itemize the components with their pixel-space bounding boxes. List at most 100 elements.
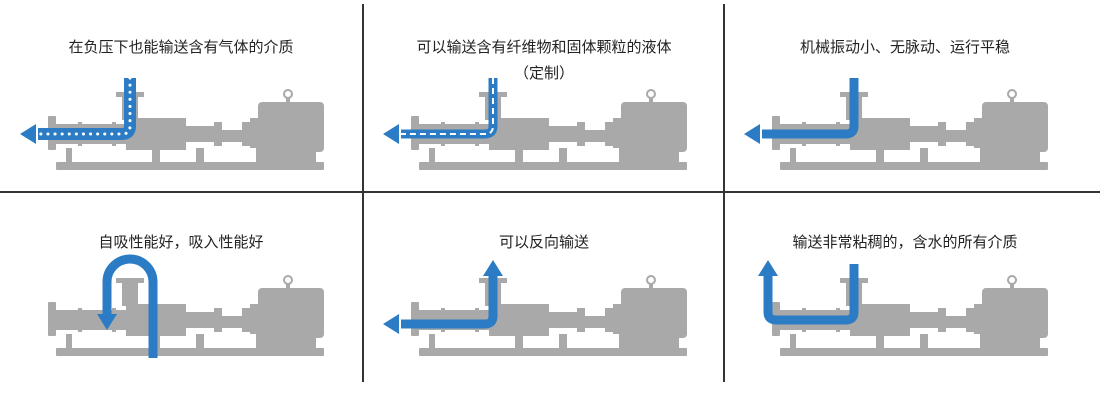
viscous-outlet-arrow (758, 260, 778, 276)
pump-foot (66, 334, 72, 350)
feature-caption: 自吸性能好，吸入性能好 (98, 233, 264, 251)
pump-foot (790, 148, 796, 164)
suction-inlet-nozzle (122, 282, 138, 306)
feature-caption: 输送非常粘稠的，含水的所有介质 (792, 233, 1018, 251)
lifting-eye-base (649, 284, 653, 288)
pump-foot (515, 148, 523, 164)
progressive-cavity-pump (48, 275, 324, 356)
coupling-flange (938, 308, 946, 332)
feature-cell-smooth-operation: 机械振动小、无脉动、运行平稳 (724, 0, 1086, 209)
stator-clamp (112, 308, 116, 332)
pump-foot (152, 148, 160, 164)
suction-housing (850, 304, 910, 336)
feature-cell-self-priming: 自吸性能好，吸入性能好 (0, 193, 362, 402)
motor-flange (250, 304, 258, 334)
drive-shaft (946, 130, 966, 142)
lifting-eye-base (286, 98, 290, 102)
lifting-eye-base (649, 98, 653, 102)
lifting-eye (1007, 275, 1017, 285)
pump-foot (196, 148, 204, 164)
drive-motor (258, 102, 324, 152)
motor-flange (974, 118, 982, 148)
coupling-flange (242, 308, 250, 332)
pump-foot (196, 334, 204, 350)
feature-cell-gas-handling: 在负压下也能输送含有气体的介质 (0, 0, 362, 209)
suction-arrow (97, 314, 117, 330)
flow-fiber-marks (401, 78, 494, 135)
shaft-seal (186, 126, 214, 142)
coupling-flange (966, 308, 974, 332)
drive-shaft (222, 316, 242, 328)
lifting-eye-base (1010, 284, 1014, 288)
stator-clamp (78, 308, 82, 332)
lifting-eye (283, 89, 293, 99)
coupling-flange (214, 308, 222, 332)
coupling-flange (966, 122, 974, 146)
progressive-cavity-pump (411, 89, 687, 170)
reverse-outlet-arrow (483, 260, 503, 276)
pump-foot (429, 148, 435, 164)
drive-shaft (946, 316, 966, 328)
drive-motor (621, 288, 687, 338)
pump-illustration (744, 78, 1048, 170)
coupling-flange (605, 308, 613, 332)
discharge-arrow (383, 124, 399, 144)
grid-vertical-divider-right (723, 4, 725, 382)
drive-shaft (585, 316, 605, 328)
suction-housing (489, 304, 549, 336)
drive-motor (621, 102, 687, 152)
pump-foot (920, 334, 928, 350)
pump-illustration (383, 78, 687, 170)
pump-illustration (20, 76, 324, 170)
lifting-eye (646, 275, 656, 285)
feature-caption: 可以反向输送 (498, 233, 589, 251)
lifting-eye (646, 89, 656, 99)
coupling-flange (605, 122, 613, 146)
motor-flange (613, 118, 621, 148)
shaft-seal (910, 312, 938, 328)
shaft-seal (186, 312, 214, 328)
pump-foot (515, 334, 523, 350)
feature-cell-fiber-solids: 可以输送含有纤维物和固体颗粒的液体 （定制） (363, 0, 725, 209)
coupling-flange (577, 308, 585, 332)
motor-flange (250, 118, 258, 148)
pump-foot (790, 334, 796, 350)
grid-vertical-divider-left (362, 4, 364, 382)
coupling-flange (938, 122, 946, 146)
drive-shaft (585, 130, 605, 142)
suction-housing (489, 118, 549, 150)
feature-caption: 在负压下也能输送含有气体的介质 (68, 38, 294, 56)
feature-cell-viscous-media: 输送非常粘稠的，含水的所有介质 (724, 193, 1086, 402)
feature-cell-reversible: 可以反向输送 (363, 193, 725, 402)
pump-foot (559, 148, 567, 164)
flow-path-smooth (762, 78, 859, 139)
discharge-arrow (383, 314, 399, 334)
pump-foot (876, 334, 884, 350)
pump-foot (920, 148, 928, 164)
motor-flange (613, 304, 621, 334)
coupling-flange (242, 122, 250, 146)
pump-foot (559, 334, 567, 350)
pump-illustration (383, 260, 687, 356)
discharge-flange (411, 302, 419, 336)
motor-flange (974, 304, 982, 334)
discharge-arrow (744, 124, 760, 144)
feature-caption: 可以输送含有纤维物和固体颗粒的液体 (416, 38, 672, 56)
coupling-flange (577, 122, 585, 146)
shaft-seal (549, 126, 577, 142)
flow-path-viscous (763, 264, 859, 325)
lifting-eye (1007, 89, 1017, 99)
pump-foot (66, 148, 72, 164)
flow-path-suction-loop (102, 254, 158, 358)
drive-shaft (222, 130, 242, 142)
pump-illustration (758, 260, 1048, 356)
coupling-flange (214, 122, 222, 146)
flow-path-gas (38, 78, 136, 140)
lifting-eye-base (286, 284, 290, 288)
lifting-eye (283, 275, 293, 285)
pump-illustration (48, 254, 324, 358)
feature-caption: 机械振动小、无脉动、运行平稳 (799, 38, 1010, 56)
drive-motor (982, 288, 1048, 338)
discharge-arrow (20, 124, 36, 144)
